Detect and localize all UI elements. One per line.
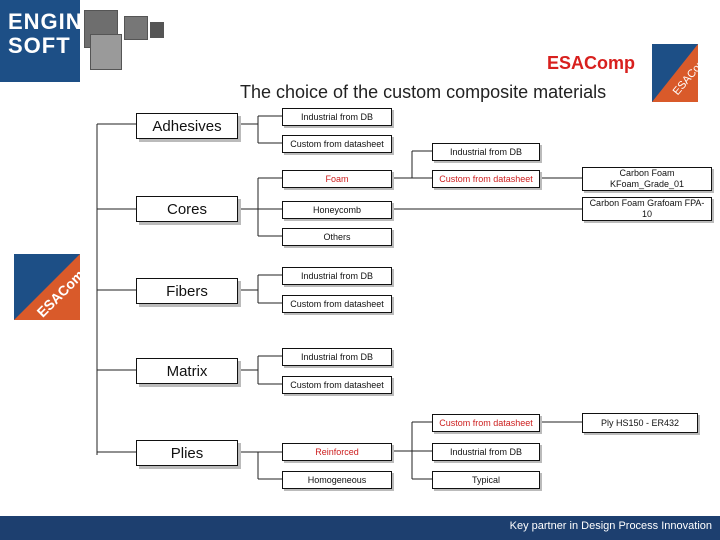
footer-tagline: Key partner in Design Process Innovation <box>509 520 712 532</box>
category-fibers: Fibers <box>136 278 238 304</box>
header-photo-2 <box>90 34 122 70</box>
carbon-foam-kfoam: Carbon Foam KFoam_Grade_01 <box>582 167 712 191</box>
matrix-industrial-db: Industrial from DB <box>282 348 392 366</box>
logo-text: ENGIN SOFT <box>8 9 83 58</box>
fibers-custom-datasheet: Custom from datasheet <box>282 295 392 313</box>
carbon-foam-grafoam: Carbon Foam Grafoam FPA-10 <box>582 197 712 221</box>
plies-custom-datasheet: Custom from datasheet <box>432 414 540 432</box>
plies-industrial-db: Industrial from DB <box>432 443 540 461</box>
ply-result: Ply HS150 - ER432 <box>582 413 698 433</box>
cores-others: Others <box>282 228 392 246</box>
matrix-custom-datasheet: Custom from datasheet <box>282 376 392 394</box>
esacomp-logo-icon: ESAComp <box>652 44 698 102</box>
cores-foam: Foam <box>282 170 392 188</box>
category-adhesives: Adhesives <box>136 113 238 139</box>
plies-reinforced: Reinforced <box>282 443 392 461</box>
cores-honeycomb: Honeycomb <box>282 201 392 219</box>
plies-homogeneous: Homogeneous <box>282 471 392 489</box>
esacomp-side-logo-icon: ESAComp <box>14 254 80 320</box>
fibers-industrial-db: Industrial from DB <box>282 267 392 285</box>
brand-title: ESAComp <box>547 53 636 73</box>
foam-industrial-db: Industrial from DB <box>432 143 540 161</box>
header-photo-3 <box>124 16 148 40</box>
adhesives-industrial-db: Industrial from DB <box>282 108 392 126</box>
foam-custom-datasheet: Custom from datasheet <box>432 170 540 188</box>
category-cores: Cores <box>136 196 238 222</box>
category-plies: Plies <box>136 440 238 466</box>
category-matrix: Matrix <box>136 358 238 384</box>
enginsoft-logo: ENGIN SOFT <box>0 0 83 82</box>
page-subtitle: The choice of the custom composite mater… <box>240 82 607 102</box>
adhesives-custom-datasheet: Custom from datasheet <box>282 135 392 153</box>
plies-typical: Typical <box>432 471 540 489</box>
footer-bar <box>0 516 720 540</box>
header-photo-4 <box>150 22 164 38</box>
